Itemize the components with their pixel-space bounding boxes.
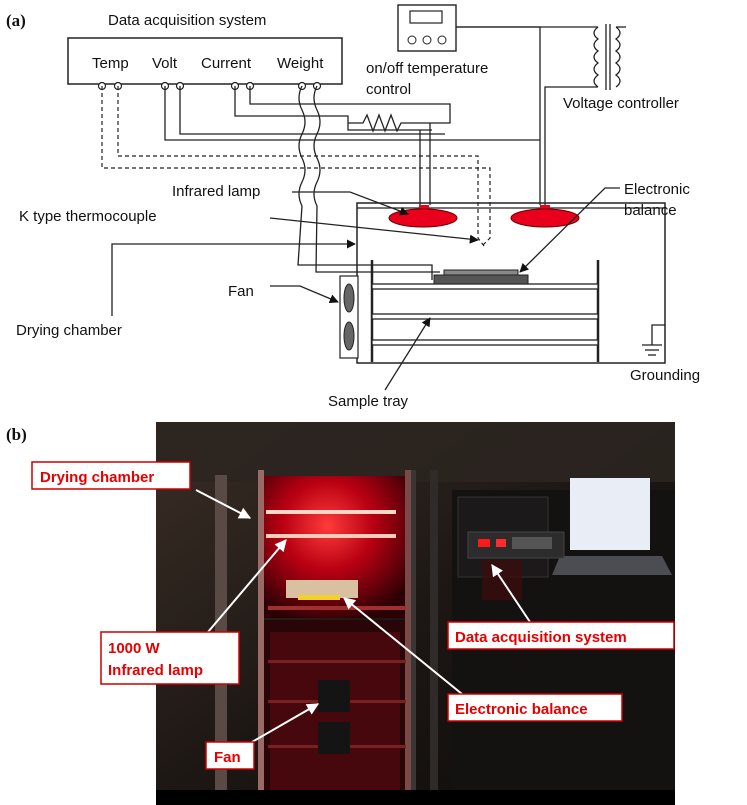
temp-control-label-line1: on/off temperature — [366, 60, 488, 77]
svg-text:Fan: Fan — [214, 749, 241, 766]
daq-channel-current: Current — [201, 55, 252, 72]
photo-balance — [286, 580, 358, 598]
temp-control-label-line2: control — [366, 81, 411, 98]
panel-a-schematic: (a) Data acquisition system Temp Volt Cu… — [6, 4, 700, 410]
svg-text:1000 W: 1000 W — [108, 640, 161, 657]
annotation-drying-chamber: Drying chamber — [31, 461, 191, 490]
svg-text:Data acquisition system: Data acquisition system — [455, 629, 627, 646]
photo-fan-bottom — [318, 722, 350, 754]
photo-lamp-tube-2 — [266, 534, 396, 538]
transformer-symbol — [456, 24, 626, 205]
svg-text:Electronic balance: Electronic balance — [455, 701, 588, 718]
photo-fan-top — [318, 680, 350, 712]
panel-b-photo: (b) — [6, 422, 675, 805]
svg-text:Infrared lamp: Infrared lamp — [108, 662, 203, 679]
fan-blade-bottom — [343, 321, 355, 351]
annotation-data-acquisition: Data acquisition system — [447, 621, 675, 650]
electronic-balance-label-line1: Electronic — [624, 181, 690, 198]
photo-annotation-arrows — [195, 489, 531, 743]
annotation-fan: Fan — [205, 741, 255, 770]
electronic-balance — [433, 274, 529, 285]
daq-box — [67, 37, 343, 85]
annotation-infrared-lamp: 1000 W Infrared lamp — [100, 631, 240, 685]
fan-label: Fan — [228, 283, 254, 300]
voltage-controller-label: Voltage controller — [563, 95, 679, 112]
daq-channel-temp: Temp — [92, 55, 129, 72]
daq-channel-weight: Weight — [277, 55, 324, 72]
infrared-lamp-label: Infrared lamp — [172, 183, 260, 200]
panel-a-label: (a) — [6, 11, 26, 30]
daq-channel-volt: Volt — [152, 55, 178, 72]
thermocouple-label: K type thermocouple — [19, 208, 157, 225]
sample-tray-label: Sample tray — [328, 393, 409, 410]
daq-title: Data acquisition system — [108, 12, 266, 29]
photo-lamp-tube-1 — [266, 510, 396, 514]
ground-symbol — [642, 324, 665, 356]
grounding-label: Grounding — [630, 367, 700, 384]
balance-pan — [443, 269, 519, 276]
infrared-lamps — [388, 205, 580, 228]
fan-blade-top — [343, 283, 355, 313]
temperature-controller — [397, 4, 457, 52]
photo-laptop-screen — [570, 478, 650, 550]
electronic-balance-label-line2: balance — [624, 202, 677, 219]
panel-b-label: (b) — [6, 425, 27, 444]
resistor — [348, 113, 430, 133]
drying-chamber-label: Drying chamber — [16, 322, 122, 339]
annotation-electronic-balance: Electronic balance — [447, 693, 623, 722]
svg-text:Drying chamber: Drying chamber — [40, 469, 154, 486]
